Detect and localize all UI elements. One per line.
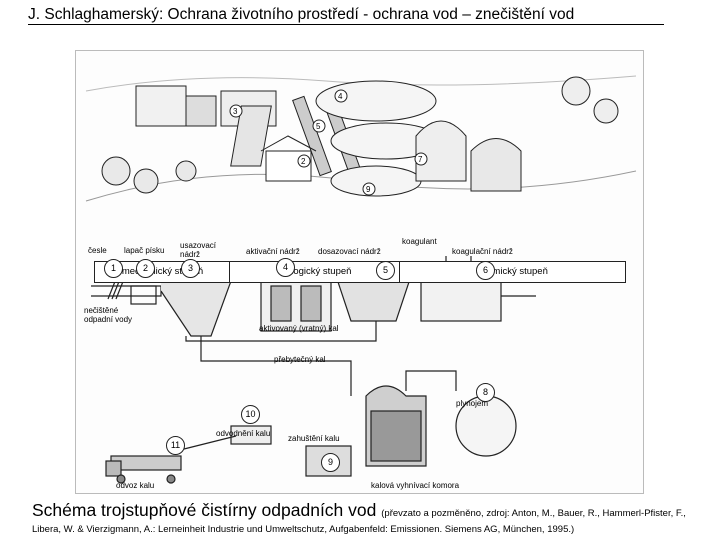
svg-text:4: 4 <box>338 92 343 101</box>
figure-drawing: 3 2 4 5 9 7 <box>85 75 637 484</box>
process-schematic <box>91 256 536 484</box>
caption-title: Schéma trojstupňové čistírny odpadních v… <box>32 500 377 520</box>
marker-6: 6 <box>476 261 495 280</box>
svg-text:9: 9 <box>366 185 371 194</box>
label-usazovaci: usazovací nádrž <box>180 241 217 259</box>
stage-chemical: chemický stupeň <box>399 261 626 283</box>
label-necistene: nečištěné odpadní vody <box>84 306 133 324</box>
label-aktivacni: aktivační nádrž <box>246 247 300 256</box>
page-title: J. Schlaghamerský: Ochrana životního pro… <box>28 6 575 23</box>
stage-biological: biologický stupeň <box>229 261 401 283</box>
label-koagulant: koagulant <box>402 237 437 246</box>
svg-text:2: 2 <box>301 157 306 166</box>
label-plynojem: plynojem <box>456 399 489 408</box>
caption-source-a: (převzato a pozměněno, zdroj: Anton, M.,… <box>381 508 686 519</box>
marker-3: 3 <box>181 259 200 278</box>
aerial-view <box>85 75 637 202</box>
aerial-number-markers: 3 2 4 5 9 7 <box>229 89 428 196</box>
label-dosazovaci: dosazovací nádrž <box>318 247 381 256</box>
marker-9: 9 <box>321 453 340 472</box>
svg-text:5: 5 <box>316 122 321 131</box>
marker-8: 8 <box>476 383 495 402</box>
label-zahusteni: zahuštění kalu <box>288 434 340 443</box>
treatment-plant-figure: 3 2 4 5 9 7 <box>75 50 644 494</box>
caption-source-b: Libera, W. & Vierzigmann, A.: Lerneinhei… <box>32 524 575 535</box>
marker-2: 2 <box>136 259 155 278</box>
label-koagulacni: koagulační nádrž <box>452 247 513 256</box>
marker-11: 11 <box>166 436 185 455</box>
label-lapac: lapač písku <box>124 246 165 255</box>
marker-5: 5 <box>376 261 395 280</box>
label-cesle: česle <box>88 246 107 255</box>
title-underline <box>28 24 664 25</box>
label-odvodneni: odvodnění kalu <box>216 429 271 438</box>
svg-text:3: 3 <box>233 107 238 116</box>
marker-4: 4 <box>276 258 295 277</box>
label-prebytecny: přebytečný kal <box>274 355 326 364</box>
marker-10: 10 <box>241 405 260 424</box>
label-kalova: kalová vyhnívací komora <box>371 481 460 490</box>
label-odvoz: odvoz kalu <box>116 481 155 490</box>
caption-main: Schéma trojstupňové čistírny odpadních v… <box>32 500 686 521</box>
label-aktivovany: aktivovaný (vratný) kal <box>259 324 339 333</box>
marker-1: 1 <box>104 259 123 278</box>
svg-text:7: 7 <box>418 155 423 164</box>
